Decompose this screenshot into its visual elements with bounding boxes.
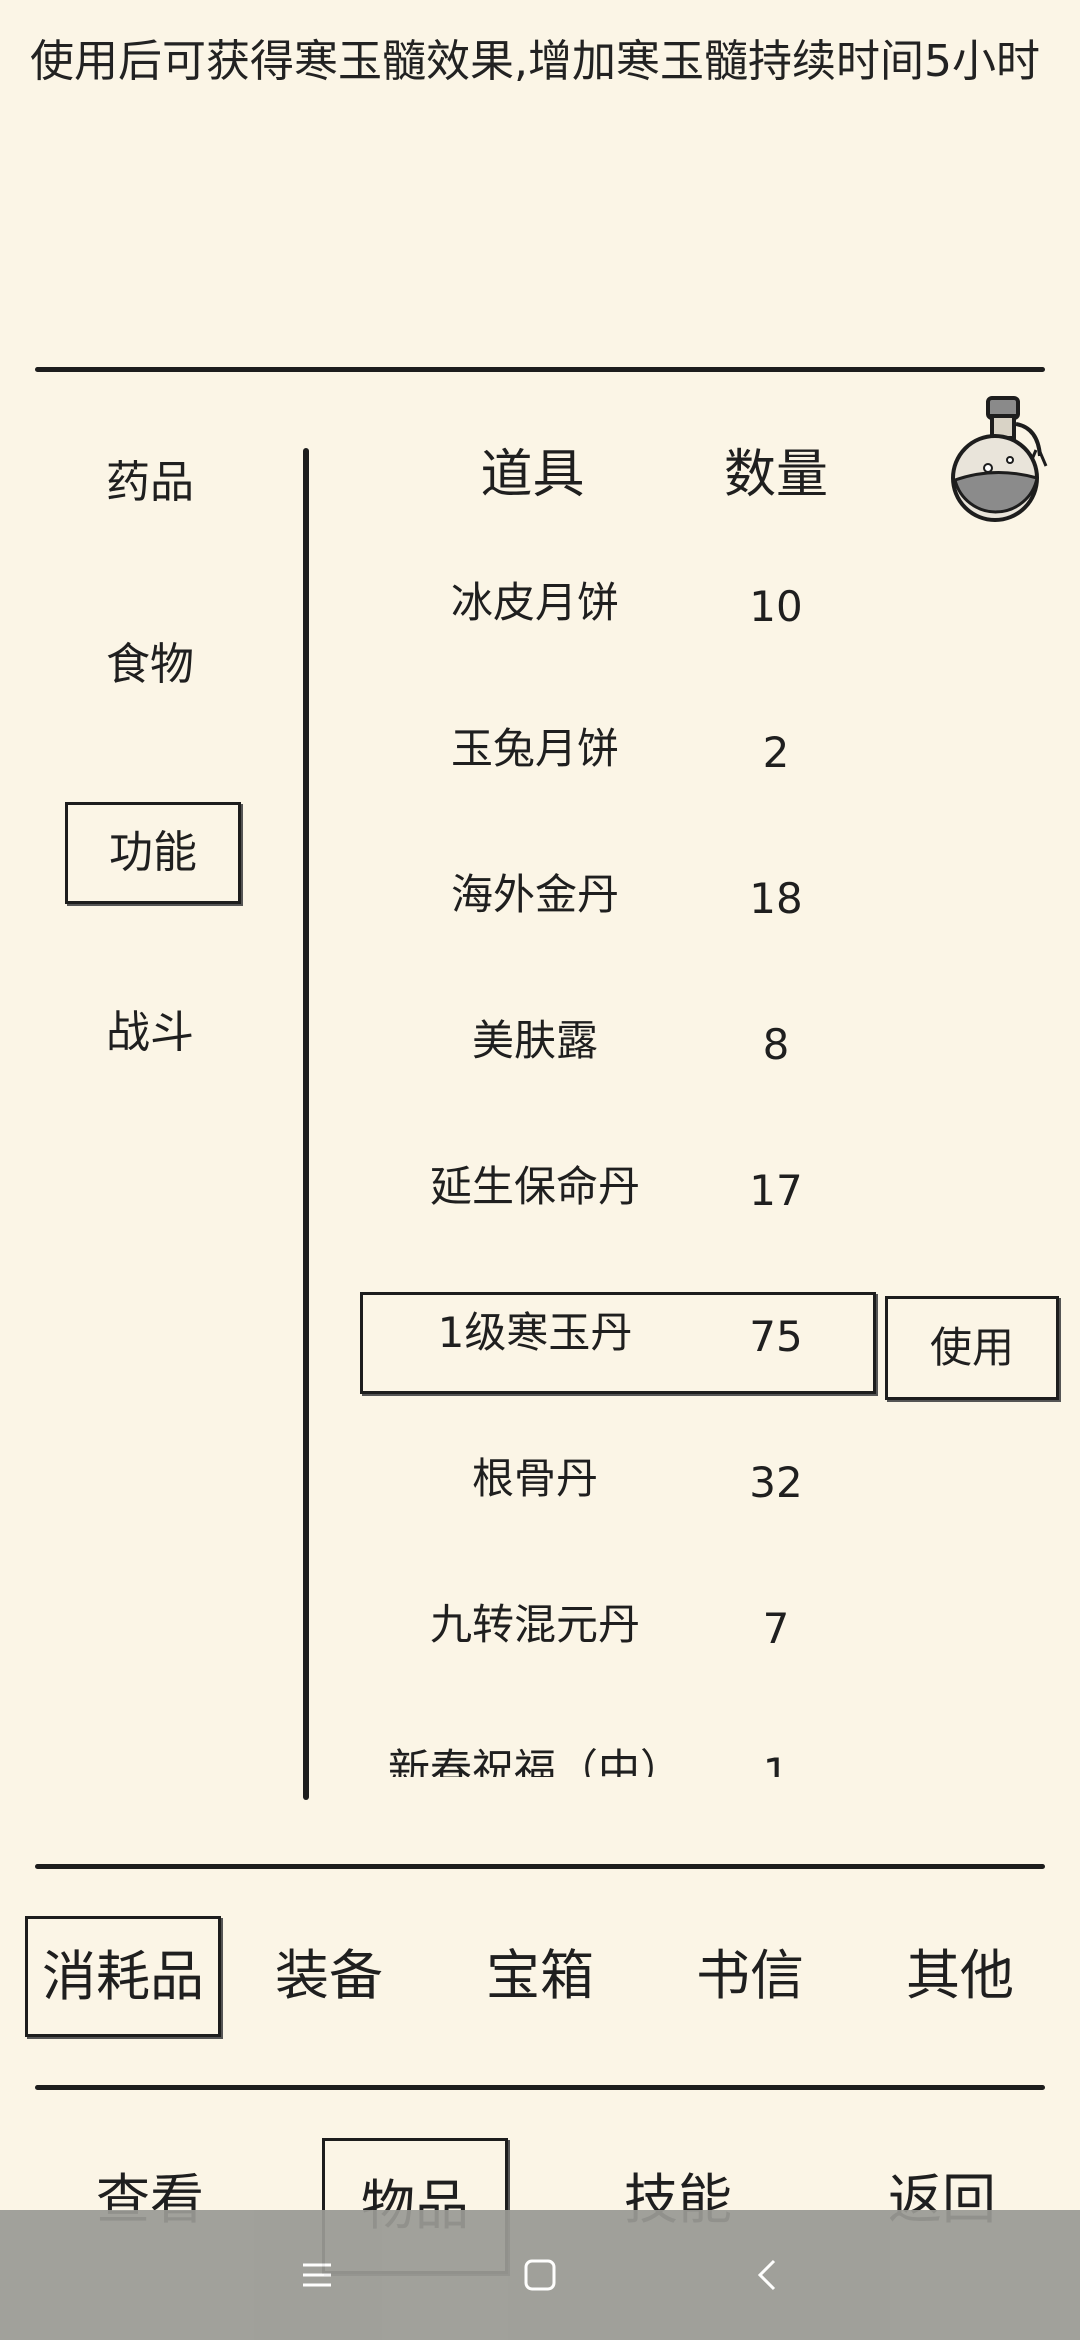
column-header-item: 道具 — [480, 445, 585, 505]
item-row-name[interactable]: 延生保命丹 — [429, 1162, 640, 1211]
divider-middle — [35, 1864, 1045, 1869]
item-row-qty: 10 — [749, 582, 803, 631]
column-header-quantity: 数量 — [723, 445, 828, 505]
item-row-name[interactable]: 玉兔月饼 — [450, 724, 619, 773]
category-food[interactable]: 食物 — [106, 639, 194, 690]
item-row-qty: 17 — [749, 1166, 803, 1215]
tab-others[interactable]: 其他 — [906, 1944, 1014, 2007]
item-row-name[interactable]: 九转混元丹 — [429, 1600, 640, 1649]
potion-icon — [940, 390, 1060, 530]
item-row-qty: 2 — [762, 728, 790, 777]
category-battle[interactable]: 战斗 — [106, 1007, 194, 1058]
category-medicine[interactable]: 药品 — [106, 457, 194, 508]
selected-item-row[interactable] — [360, 1292, 876, 1394]
tab-consumables[interactable]: 消耗品 — [25, 1916, 221, 2037]
home-icon[interactable] — [520, 2255, 560, 2295]
item-row-name[interactable]: 美肤露 — [471, 1016, 598, 1065]
use-button[interactable]: 使用 — [885, 1296, 1059, 1400]
category-function[interactable]: 功能 — [65, 802, 241, 904]
list-clip: 新春祝福（中） 1 — [340, 1725, 900, 1777]
menu-icon[interactable] — [297, 2255, 337, 2295]
item-row-qty: 8 — [762, 1020, 790, 1069]
item-row-name-selected[interactable]: 1级寒玉丹 — [437, 1308, 633, 1357]
item-row-qty-selected: 75 — [749, 1312, 803, 1361]
tab-letters[interactable]: 书信 — [696, 1944, 804, 2007]
system-navigation-bar — [0, 2210, 1080, 2340]
item-row-name[interactable]: 海外金丹 — [450, 870, 619, 919]
item-row-name[interactable]: 根骨丹 — [471, 1454, 598, 1503]
back-icon[interactable] — [748, 2255, 788, 2295]
tab-equipment[interactable]: 装备 — [275, 1944, 383, 2007]
item-row-qty: 32 — [749, 1458, 803, 1507]
divider-bottom — [35, 2085, 1045, 2090]
item-description: 使用后可获得寒玉髓效果,增加寒玉髓持续时间5小时 — [30, 36, 1040, 87]
item-row-qty: 1 — [762, 1749, 790, 1777]
item-row-qty: 7 — [762, 1604, 790, 1653]
tab-treasure[interactable]: 宝箱 — [486, 1944, 594, 2007]
divider-top — [35, 367, 1045, 372]
item-row-name[interactable]: 冰皮月饼 — [450, 578, 619, 627]
divider-vertical — [303, 448, 309, 1800]
item-row-qty: 18 — [749, 874, 803, 923]
item-row-name[interactable]: 新春祝福（中） — [387, 1745, 682, 1777]
